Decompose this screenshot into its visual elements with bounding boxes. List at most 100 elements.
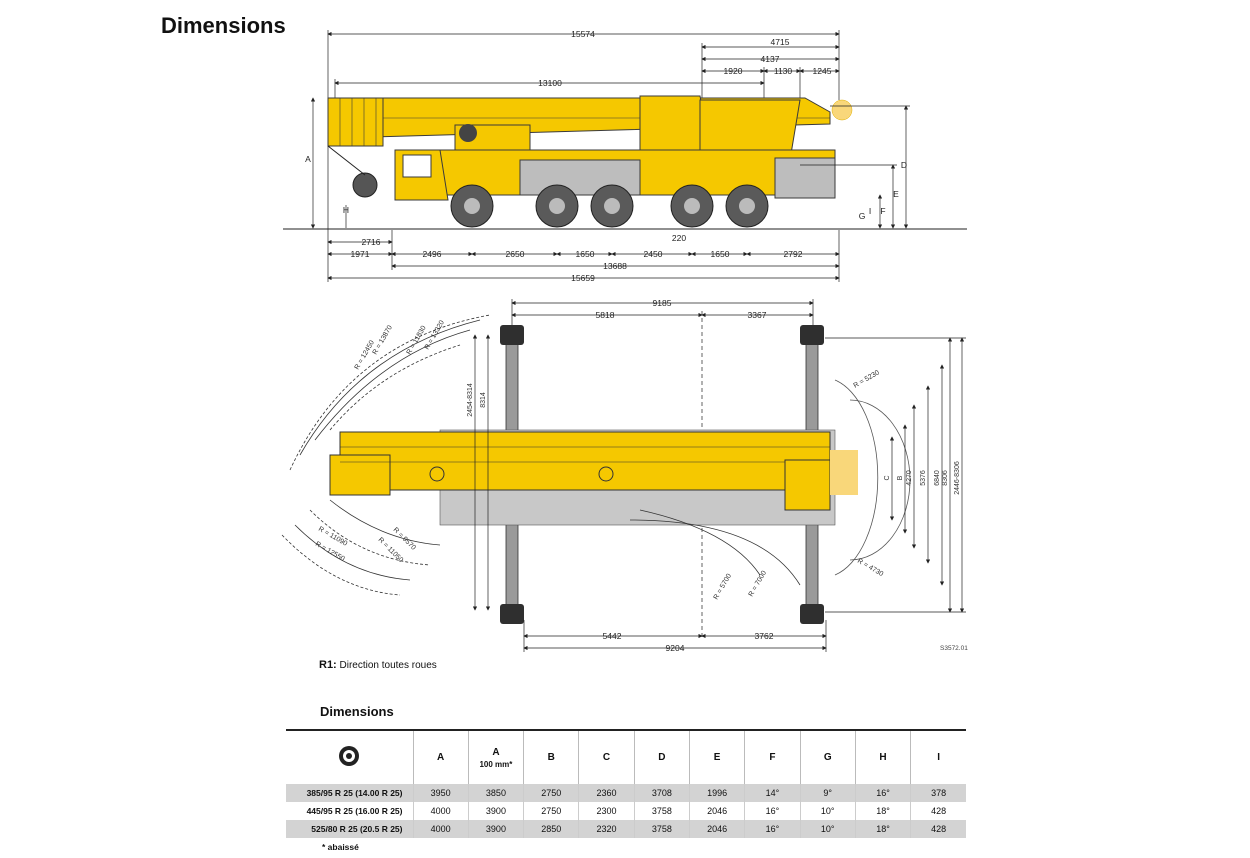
table-cell: 3900	[467, 820, 524, 838]
table-cell: 10°	[799, 802, 856, 820]
dim-1920: 1920	[724, 66, 743, 76]
table-cell: 18°	[854, 820, 911, 838]
letter-A: A	[305, 154, 311, 164]
dim-1650b: 1650	[711, 249, 730, 259]
table-row: 385/95 R 25 (14.00 R 25) 3950 3850 2750 …	[286, 784, 966, 802]
radius-4730: R = 4730	[856, 558, 884, 578]
table-cell: 16°	[744, 802, 801, 820]
table-cell: 2046	[688, 820, 745, 838]
col-header-E: E	[688, 730, 745, 784]
table-cell: 3758	[633, 820, 690, 838]
tyre-icon	[339, 746, 360, 766]
col-header-C: C	[578, 730, 635, 784]
letter-G: G	[859, 211, 866, 221]
dim-9185: 9185	[653, 298, 672, 308]
radius-13320: R = 13320	[424, 319, 446, 351]
table-row: 525/80 R 25 (20.5 R 25) 4000 3900 2850 2…	[286, 820, 966, 838]
col-header-G: G	[799, 730, 856, 784]
letter-C: C	[884, 475, 891, 480]
table-row: 445/95 R 25 (16.00 R 25) 4000 3900 2750 …	[286, 802, 966, 820]
tyre-header	[286, 730, 413, 784]
col-header-F: F	[744, 730, 801, 784]
table-cell: 4000	[412, 820, 469, 838]
table-cell: 1996	[688, 784, 745, 802]
dim-6840: 6840	[934, 470, 941, 486]
table-cell: 14°	[744, 784, 801, 802]
letter-H: H	[343, 205, 349, 215]
dim-1971: 1971	[351, 249, 370, 259]
dim-2650: 2650	[506, 249, 525, 259]
dim-1650a: 1650	[576, 249, 595, 259]
technical-drawing: 15574 4715 4137 1920 1130 1245 13100	[281, 29, 967, 653]
footnote: * abaissé	[322, 842, 359, 852]
table-cell: 2046	[688, 802, 745, 820]
table-cell: 3850	[467, 784, 524, 802]
caption-text: Direction toutes roues	[339, 660, 437, 671]
dim-3762: 3762	[755, 631, 774, 641]
radius-11050: R = 11050	[377, 536, 405, 564]
col-header-A: A	[412, 730, 469, 784]
table-cell: 428	[910, 802, 966, 820]
table-cell: 2320	[578, 820, 635, 838]
dim-1130: 1130	[774, 66, 793, 76]
dim-5818: 5818	[596, 310, 615, 320]
radius-12450: R = 12450	[354, 339, 376, 371]
radius-13870: R = 13870	[372, 324, 394, 356]
dim-2496: 2496	[423, 249, 442, 259]
col-header-D: D	[633, 730, 690, 784]
table-cell: 3708	[633, 784, 690, 802]
table-cell: 9°	[799, 784, 856, 802]
dim-15574: 15574	[571, 29, 595, 39]
dim-15659: 15659	[571, 273, 595, 283]
dim-13688: 13688	[603, 261, 627, 271]
dim-2792: 2792	[784, 249, 803, 259]
table-cell: 2750	[523, 802, 579, 820]
radius-7000: R = 7000	[748, 570, 768, 598]
page-title: Dimensions	[161, 13, 286, 38]
table-cell: 3758	[633, 802, 690, 820]
table-cell: 3900	[467, 802, 524, 820]
dim-5376: 5376	[920, 470, 927, 486]
dim-2716: 2716	[362, 237, 381, 247]
dim-5442: 5442	[603, 631, 622, 641]
table-cell: 428	[910, 820, 966, 838]
caption: R1: Direction toutes roues	[319, 659, 437, 671]
dim-4715: 4715	[771, 37, 790, 47]
col-header-I: I	[910, 730, 966, 784]
dim-220: 220	[672, 233, 686, 243]
dim-2454-8314: 2454-8314	[467, 383, 474, 417]
dim-4270: 4270	[906, 470, 913, 486]
dim-1245: 1245	[813, 66, 832, 76]
dim-9204: 9204	[666, 643, 685, 653]
crane-side-illustration	[327, 95, 853, 228]
letter-D: D	[901, 160, 907, 170]
radius-5230: R = 5230	[853, 369, 881, 389]
top-view: 9185 5818 3367	[281, 298, 966, 653]
dim-2450: 2450	[644, 249, 663, 259]
dim-8306: 8306	[942, 470, 949, 486]
table-cell: 3950	[412, 784, 469, 802]
radius-5700: R = 5700	[713, 573, 733, 601]
table-cell: 18°	[854, 802, 911, 820]
letter-F: F	[880, 206, 885, 216]
caption-label: R1:	[319, 659, 337, 671]
dim-4137: 4137	[761, 54, 780, 64]
tyre-size: 445/95 R 25 (16.00 R 25)	[306, 806, 403, 816]
dim-2446-8306: 2446-8306	[954, 461, 961, 495]
letter-I: I	[869, 206, 871, 216]
dim-8314: 8314	[480, 392, 487, 408]
table-cell: 16°	[744, 820, 801, 838]
sheet-id: S3572.01	[940, 645, 968, 652]
table-cell: 378	[910, 784, 966, 802]
table-cell: 2750	[523, 784, 579, 802]
dim-13100: 13100	[538, 78, 562, 88]
table-cell: 4000	[412, 802, 469, 820]
letter-B: B	[897, 475, 904, 480]
dim-3367: 3367	[748, 310, 767, 320]
radius-9570: R = 9570	[392, 526, 417, 551]
table-cell: 2360	[578, 784, 635, 802]
table-cell: 10°	[799, 820, 856, 838]
table-title: Dimensions	[320, 704, 394, 719]
side-view: 15574 4715 4137 1920 1130 1245 13100	[283, 29, 967, 283]
